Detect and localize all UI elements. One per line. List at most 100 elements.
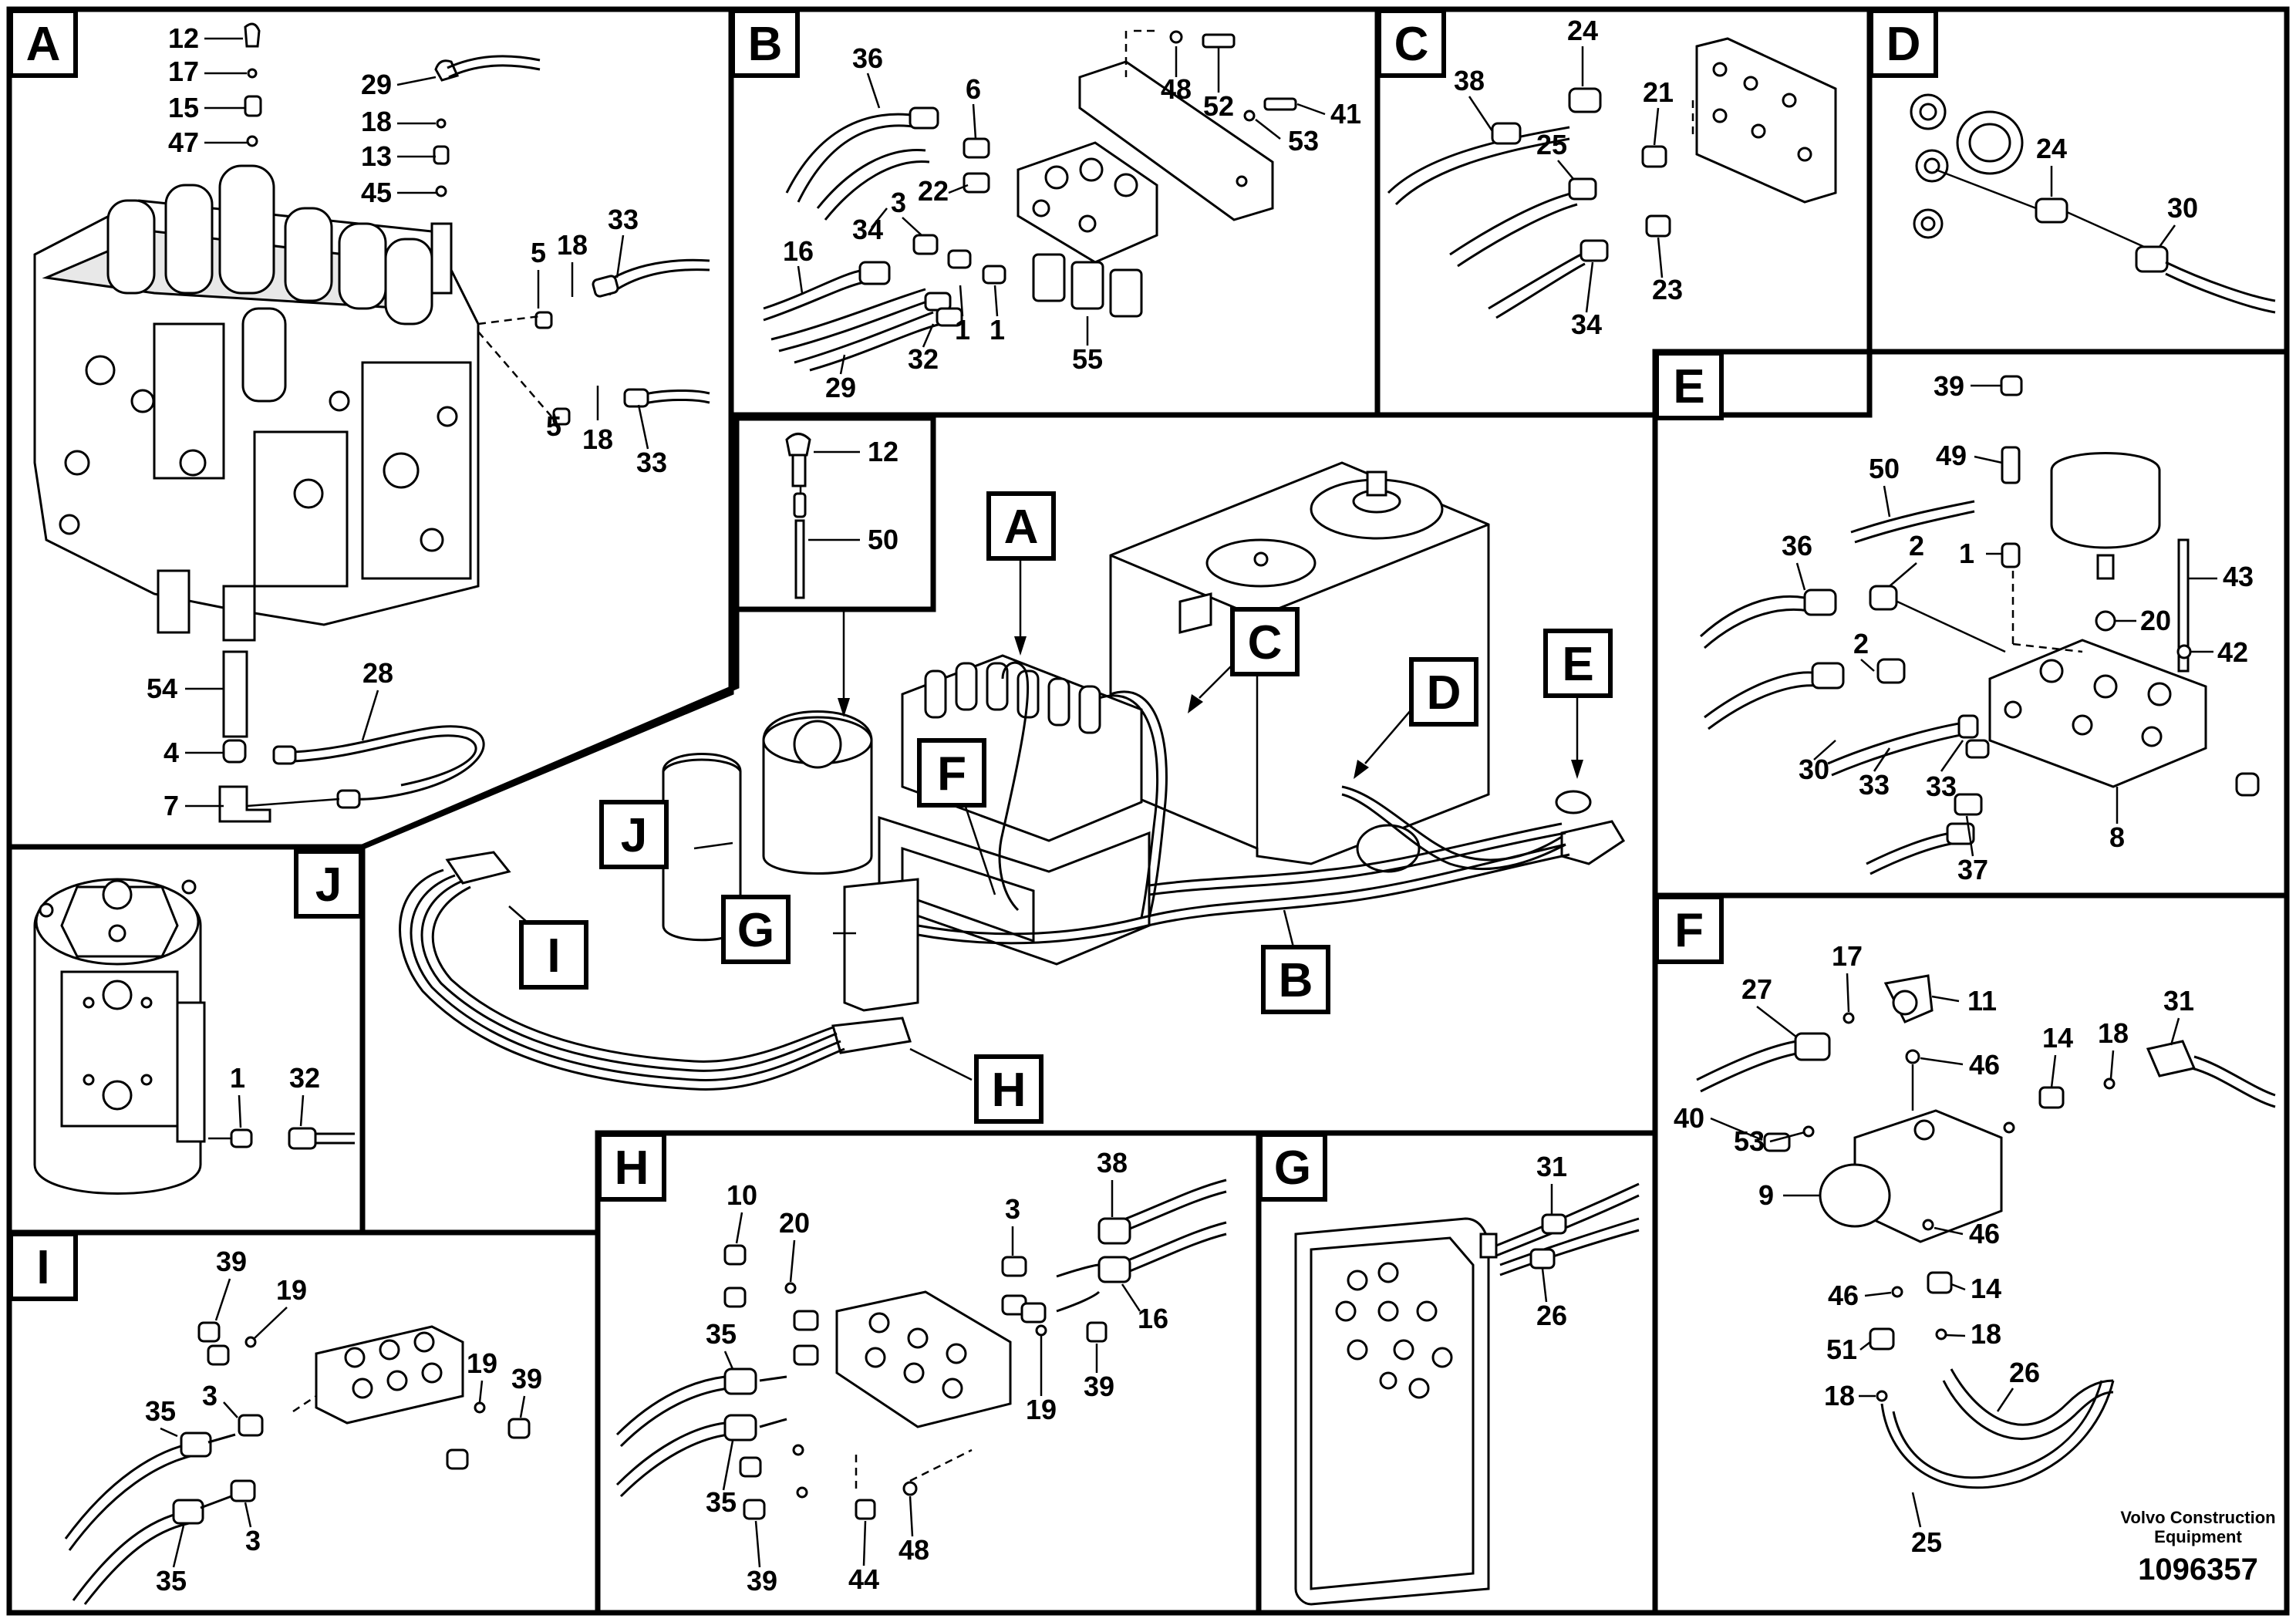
- tag-j-panel: J: [294, 849, 363, 919]
- svg-text:A: A: [26, 18, 61, 71]
- callout: 30: [2167, 192, 2198, 224]
- hose-16: [763, 268, 865, 310]
- callout: 11: [1967, 985, 1997, 1017]
- panel-h-content: [615, 1179, 1227, 1520]
- callout: 24: [2036, 133, 2067, 164]
- hose-bundle-i: [410, 874, 841, 1081]
- callout: 45: [361, 177, 392, 208]
- hose-26-g: [1499, 1217, 1640, 1266]
- callout: 48: [1161, 73, 1192, 105]
- callout: 42: [2217, 636, 2248, 668]
- callout: 25: [1536, 129, 1567, 160]
- callout: 20: [2140, 605, 2171, 636]
- tag-h-panel: H: [597, 1132, 666, 1202]
- callout: 48: [899, 1534, 929, 1566]
- callouts-detail-inset: 12 50: [785, 433, 899, 599]
- svg-text:D: D: [1886, 18, 1921, 71]
- callouts-panel-a: 12 17 15 47 29 18 13 45 5 18 33 5 18 33 …: [147, 22, 667, 821]
- callout: 50: [868, 524, 899, 555]
- callout: 33: [636, 447, 667, 478]
- callout: 35: [706, 1486, 737, 1518]
- callout: 10: [727, 1179, 757, 1211]
- callout: 31: [2163, 985, 2194, 1017]
- callout: 27: [1741, 973, 1772, 1005]
- hose-35-i-upper: [64, 1441, 197, 1539]
- tag-j-overview: J: [599, 800, 669, 869]
- callout: 40: [1674, 1102, 1704, 1134]
- svg-text:A: A: [1004, 501, 1039, 554]
- brand-line-1: Volvo Construction: [2120, 1508, 2275, 1527]
- callout: 5: [531, 237, 546, 268]
- tag-c-overview: C: [1230, 607, 1300, 676]
- block-h-overview: [831, 1017, 912, 1054]
- callout: 2: [1853, 628, 1869, 659]
- callout: 12: [168, 22, 199, 54]
- hose-35-h-upper: [615, 1375, 726, 1436]
- svg-text:F: F: [1674, 904, 1704, 957]
- svg-text:J: J: [315, 858, 342, 912]
- callout: 29: [361, 69, 392, 100]
- tag-e-overview: E: [1543, 629, 1613, 698]
- callout: 22: [918, 175, 949, 207]
- hose-25-f: [1880, 1380, 2115, 1489]
- hose-33-lower: [641, 389, 710, 396]
- callout: 1: [955, 314, 970, 346]
- callout: 9: [1758, 1179, 1774, 1211]
- svg-text:J: J: [621, 809, 647, 862]
- callout: 50: [1869, 453, 1900, 484]
- control-valve-drawing: [33, 22, 571, 823]
- block-i-overview: [445, 851, 511, 885]
- tag-f-panel: F: [1654, 895, 1724, 964]
- hose-27: [1696, 1040, 1798, 1081]
- svg-text:B: B: [748, 18, 783, 71]
- callout: 35: [145, 1395, 176, 1427]
- callout: 18: [361, 106, 392, 137]
- panel-e-content: [1699, 375, 2260, 875]
- tag-c-panel: C: [1377, 8, 1446, 78]
- callout: 39: [216, 1246, 247, 1277]
- svg-text:B: B: [1279, 954, 1313, 1007]
- tag-g-panel: G: [1258, 1132, 1327, 1202]
- callout: 18: [557, 229, 588, 261]
- mounting-plate-c: [1695, 37, 1837, 204]
- callout: 29: [825, 372, 856, 403]
- callout: 52: [1203, 90, 1234, 122]
- callout: 17: [168, 56, 199, 87]
- callout: 39: [1934, 370, 1964, 402]
- detail-inset-frame: [733, 415, 936, 612]
- callout: 6: [966, 73, 981, 105]
- brand-line-2: Equipment: [2154, 1527, 2242, 1546]
- panel-frames: [6, 6, 2290, 1616]
- bulkhead-plate-overview: [843, 878, 919, 1012]
- callout: 8: [2109, 821, 2125, 853]
- callout: 2: [1909, 530, 1924, 561]
- callout: 36: [1782, 530, 1812, 561]
- callouts-panel-b: 36 6 22 3 34 16 48 52 53 41 1 1 29 32 55: [783, 42, 1361, 403]
- callout: 53: [1288, 125, 1319, 157]
- callout: 3: [245, 1525, 261, 1556]
- callout: 53: [1734, 1125, 1765, 1157]
- hose-34: [1488, 253, 1582, 310]
- callout: 44: [848, 1563, 879, 1595]
- hose-35-h-lower: [615, 1421, 726, 1486]
- callout: 36: [852, 42, 883, 74]
- svg-text:I: I: [547, 929, 560, 983]
- hose-16-h: [1125, 1221, 1227, 1263]
- callout: 14: [2042, 1022, 2073, 1054]
- callout: 34: [1571, 309, 1602, 340]
- callout: 3: [1005, 1193, 1020, 1225]
- tag-a-panel: A: [8, 8, 78, 78]
- callout: 39: [747, 1565, 777, 1597]
- callout: 1: [990, 314, 1005, 346]
- distribution-block-h: [835, 1290, 1012, 1428]
- callouts-panel-i: 39 19 19 39 35 3 3 35: [145, 1246, 542, 1597]
- callouts-panel-h: 10 20 38 3 35 16 39 19 35 39 44 48: [706, 1147, 1168, 1597]
- callout: 41: [1330, 98, 1361, 130]
- callout: 38: [1454, 65, 1485, 96]
- hose-38-h: [1125, 1179, 1227, 1220]
- callouts-panel-j: 1 32: [230, 1062, 320, 1128]
- callout: 33: [1926, 771, 1957, 802]
- callout: 39: [511, 1363, 542, 1394]
- callout: 18: [582, 423, 613, 455]
